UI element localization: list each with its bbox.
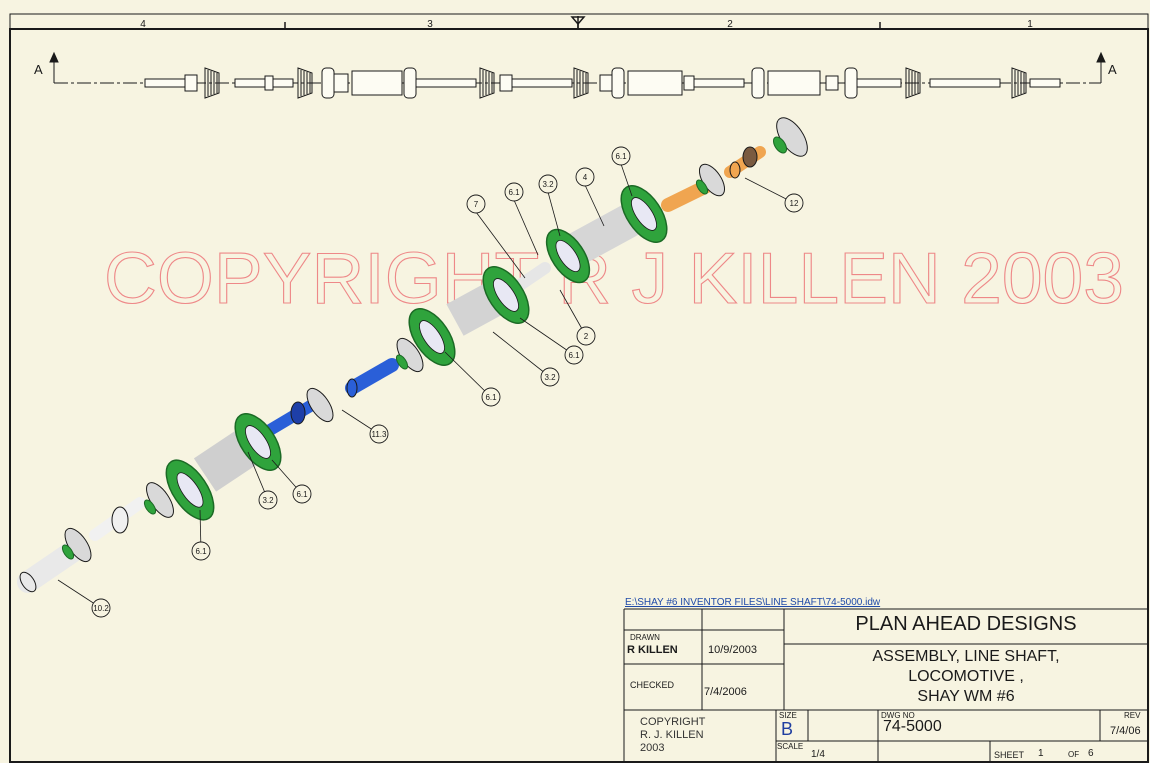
file-path: E:\SHAY #6 INVENTOR FILES\LINE SHAFT\74-… (625, 597, 881, 608)
of-label: OF (1068, 750, 1080, 759)
scale-label: SCALE (777, 742, 804, 751)
sheet-value: 1 (1038, 748, 1044, 759)
callout-3-2-a: 3.2 (542, 180, 554, 189)
drawn-date: 10/9/2003 (708, 644, 757, 656)
callout-balloons (91, 146, 804, 618)
callout-10-2: 10.2 (93, 604, 109, 613)
callout-6-1-b: 6.1 (508, 188, 520, 197)
centering-mark (570, 16, 586, 30)
bevel-gears (64, 117, 808, 563)
callout-3-2-b: 3.2 (544, 373, 556, 382)
callout-4: 4 (583, 173, 588, 182)
callout-6-1-c: 6.1 (568, 351, 580, 360)
bearing-centers (176, 197, 657, 508)
zone-label-1: 1 (1027, 19, 1033, 30)
copyright-line-1: COPYRIGHT (640, 716, 706, 728)
top-view-gears (204, 67, 1027, 99)
leader-lines (57, 163, 795, 609)
rev-value: 7/4/06 (1110, 725, 1141, 737)
callout-3-2-c: 3.2 (262, 496, 274, 505)
drawn-label: DRAWN (630, 633, 660, 642)
title-block-grid (623, 608, 1148, 762)
copyright-watermark: COPYRIGHT R J KILLEN 2003 (104, 239, 1124, 319)
drawing-title-line-2: LOCOMOTIVE , (908, 668, 1024, 685)
copyright-line-3: 2003 (640, 742, 665, 754)
callout-12: 12 (790, 199, 799, 208)
zone-label-2: 2 (727, 19, 733, 30)
size-label: SIZE (779, 711, 797, 720)
of-value: 6 (1088, 748, 1094, 759)
size-value: B (781, 719, 794, 739)
dwg-no-label: DWG NO (881, 711, 915, 720)
callout-6-1-a: 6.1 (615, 152, 627, 161)
zone-label-3: 3 (427, 19, 433, 30)
section-marker-left: A (34, 62, 43, 77)
scale-value: 1/4 (811, 749, 825, 760)
section-marker-right: A (1108, 62, 1117, 77)
company-name: PLAN AHEAD DESIGNS (855, 613, 1077, 635)
isometric-assembly: 6.1 3.2 4 7 6.1 12 2 6.1 3.2 6.1 11.3 3.… (17, 117, 808, 618)
callout-6-1-e: 6.1 (296, 490, 308, 499)
callout-7: 7 (474, 200, 479, 209)
zone-label-4: 4 (140, 19, 146, 30)
copyright-line-2: R. J. KILLEN (640, 729, 704, 741)
checked-date: 7/4/2006 (704, 686, 747, 698)
drawing-title-line-1: ASSEMBLY, LINE SHAFT, (872, 648, 1060, 665)
callout-labels: 6.1 3.2 4 7 6.1 12 2 6.1 3.2 6.1 11.3 3.… (93, 152, 799, 613)
sheet-label: SHEET (994, 750, 1025, 760)
checked-label: CHECKED (630, 680, 675, 690)
rev-label: REV (1124, 711, 1141, 720)
callout-11-3: 11.3 (372, 430, 388, 439)
drawn-by: R KILLEN (627, 644, 678, 656)
gear-hubs (61, 136, 788, 560)
shaft-top-view (144, 67, 1061, 99)
callout-6-1-f: 6.1 (195, 547, 207, 556)
drawing-title-line-3: SHAY WM #6 (917, 688, 1015, 705)
inner-border (9, 28, 1149, 763)
callout-2: 2 (584, 332, 589, 341)
callout-6-1-d: 6.1 (485, 393, 497, 402)
dwg-no: 74-5000 (883, 718, 942, 735)
